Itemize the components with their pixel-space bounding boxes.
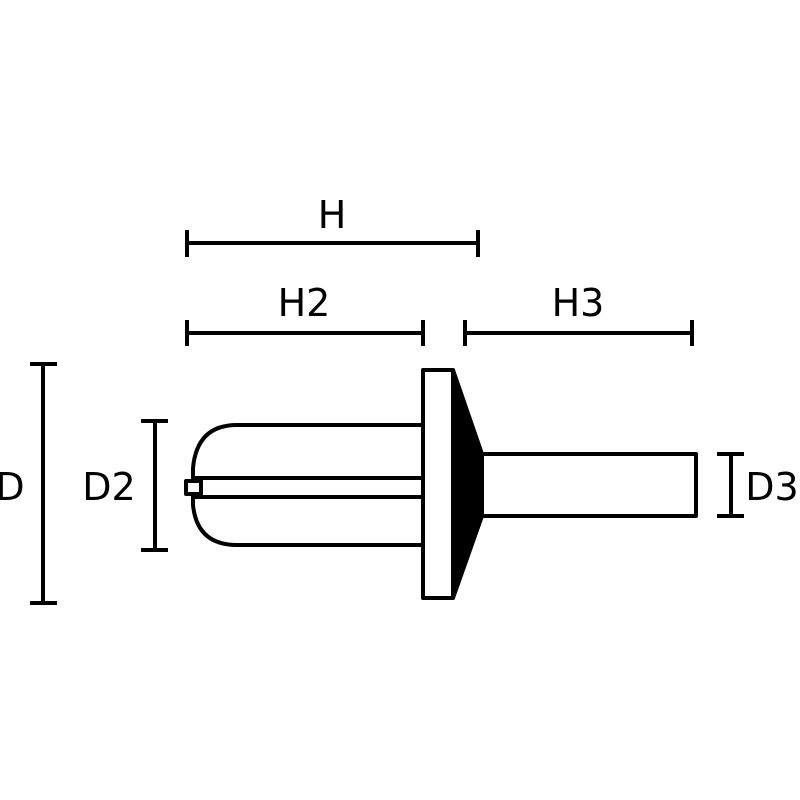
dimension-h2: H2 bbox=[185, 281, 425, 346]
label-h: H bbox=[318, 193, 347, 237]
rivet-cone bbox=[451, 368, 484, 600]
dimension-d: D bbox=[0, 362, 57, 605]
rivet-part bbox=[184, 368, 698, 600]
rivet-pin-shaft bbox=[480, 452, 698, 518]
rivet-head-flange bbox=[421, 368, 455, 600]
rivet-tip-notch bbox=[184, 479, 203, 496]
label-d3: D3 bbox=[745, 465, 798, 509]
label-d2: D2 bbox=[82, 465, 135, 509]
dimension-d3: D3 bbox=[717, 452, 799, 518]
rivet-body-lower-leg bbox=[191, 495, 423, 547]
label-h3: H3 bbox=[552, 281, 605, 325]
rivet-body-upper-leg bbox=[191, 423, 423, 480]
dimension-d2: D2 bbox=[82, 419, 168, 552]
dimension-h: H bbox=[185, 193, 480, 257]
label-h2: H2 bbox=[278, 281, 331, 325]
dimension-h3: H3 bbox=[463, 281, 694, 346]
label-d: D bbox=[0, 465, 25, 509]
